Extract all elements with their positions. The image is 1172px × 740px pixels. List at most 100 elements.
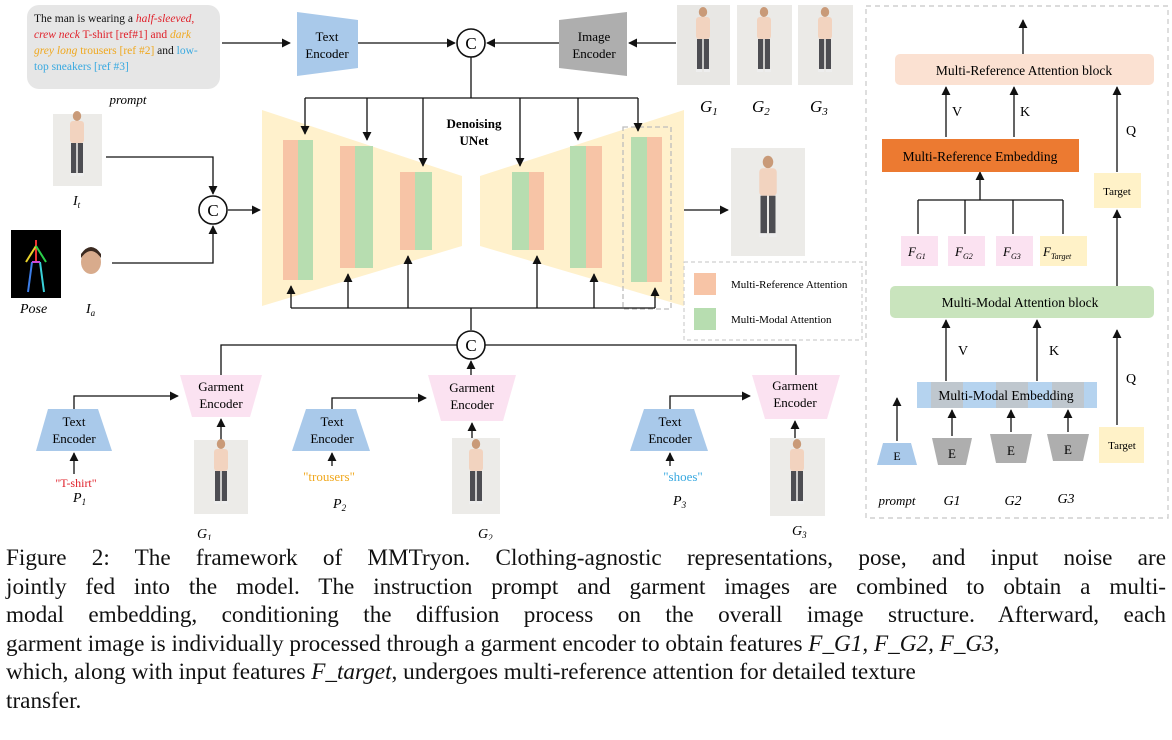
image-encoder-label-1: Image [578,29,611,44]
legend-mra-swatch [694,273,716,295]
mra-bar-1 [283,140,298,280]
text-encoder-p2: Text Encoder [292,409,370,451]
bottom-g3-label: G3 [1057,492,1074,507]
legend-mra-label: Multi-Reference Attention [731,279,848,291]
concat-bottom-label: C [465,336,476,355]
caption-line-6: transfer. [6,687,82,714]
label-p1: P1 [72,491,86,507]
caption-line-4: garment image is individually processed … [6,630,1166,659]
mra-bar-5 [586,146,602,268]
label-g2-bottom: G2 [478,527,493,540]
left-concat-lines [106,156,261,264]
concat-top: C [456,28,486,58]
caption-line-1: Figure 2: The framework of MMTryon. Clot… [6,545,1166,571]
mma-bar-5 [570,146,586,268]
prompt-label: prompt [108,92,146,107]
bottom-g1-label: G1 [943,494,960,509]
text-encoder-p2-label-2: Encoder [310,431,354,446]
text-encoder-p3: Text Encoder [630,409,708,451]
mma-bar-2 [355,146,373,268]
bottom-conditioning-lines [286,255,660,330]
mra-bar-6 [647,137,662,282]
e-encoder-g2: E [990,434,1032,463]
target-bottom-label: Target [1108,440,1136,452]
caption-line-4-text: garment image is individually processed … [6,630,809,657]
garment-photo-g1-bottom [194,439,248,514]
mre-block-label: Multi-Reference Embedding [903,149,1058,164]
label-g2-top: G2 [752,97,770,118]
pose-image [11,230,61,298]
concat-top-label: C [465,34,476,53]
target-top-label: Target [1103,186,1131,198]
label-p2: P2 [332,497,347,513]
mme-block-label: Multi-Modal Embedding [938,388,1074,403]
image-encoder: Image Encoder [559,12,627,76]
unet-label-1: Denoising [447,116,502,131]
garment-photo-g2-bottom [452,438,500,514]
garment-encoder-2-label-2: Encoder [450,397,494,412]
legend-mma-swatch [694,308,716,330]
e-encoder-g3: E [1047,434,1089,461]
caption-line-5-text: which, along with input features [6,659,312,686]
input-image-it [53,111,102,186]
fg1-label: FG1 [907,244,926,261]
garment-encoder-3-label-2: Encoder [773,395,817,410]
mma-bar-3 [415,172,432,250]
label-q-bottom: Q [1126,372,1136,387]
legend: Multi-Reference Attention Multi-Modal At… [683,261,863,341]
garment-encoder-3-label-1: Garment [772,378,818,393]
unet-attention-bars [283,126,672,310]
mme-block: Multi-Modal Embedding [917,382,1097,408]
text-to-garment-arrows [69,391,800,474]
label-g3-bottom: G3 [792,524,807,540]
ftarget-box [1040,236,1087,266]
mra-bar-3 [400,172,415,250]
label-g1-top: G1 [700,97,718,118]
caption-math-fg: F_G1, F_G2, F_G3, [808,630,1000,657]
label-it: It [72,194,81,210]
concat-bottom: C [456,330,486,360]
right-panel-arrows [892,19,1122,441]
highlight-box [622,126,672,310]
mma-bar-1 [298,140,313,280]
label-g3-top: G3 [810,97,828,118]
caption-line-3: modal embedding, conditioning the diffus… [6,602,1166,629]
garment-photo-g3-bottom [770,438,825,516]
fg3-box [996,236,1033,266]
garment-photo-g2-top [737,5,792,85]
top-text-encoder: Text Encoder [297,12,358,76]
prompt-text-line-4: top sneakers [ref #3] [34,61,129,73]
fg1-box [901,236,938,266]
e-g1-label: E [948,446,956,461]
garment-encoder-2: Garment Encoder [428,375,516,421]
label-k-top: K [1020,105,1030,120]
e-encoder-g1: E [932,438,972,465]
mra-bar-2 [340,146,355,268]
caption-math-ftarget: F_target [311,659,392,686]
mra-block-label: Multi-Reference Attention block [936,63,1112,78]
text-encoder-label-2: Encoder [305,46,349,61]
prompt-box: The man is wearing a half-sleeved, crew … [27,5,220,89]
ftarget-label: FTarget [1042,244,1072,261]
bottom-g2-label: G2 [1004,494,1021,509]
prompt-text-line-2: crew neck T-shirt [ref#1] and dark [34,29,192,41]
mma-bar-6 [631,137,647,282]
unet-label-2: UNet [460,133,490,148]
label-pose: Pose [19,302,47,317]
word-shoes: "shoes" [663,469,703,484]
text-encoder-p2-label-1: Text [321,414,344,429]
word-trousers: "trousers" [303,469,355,484]
label-g1-bottom: G1 [197,527,212,540]
label-v-top: V [952,105,962,120]
garment-photo-g3-top [798,5,853,85]
fg2-label: FG2 [954,244,973,261]
text-encoder-label-1: Text [316,29,339,44]
concat-left-label: C [207,201,218,220]
legend-mma-label: Multi-Modal Attention [731,314,832,326]
right-panel [865,5,1169,519]
input-image-ia [81,247,101,274]
fg2-box [948,236,985,266]
top-conditioning-lines [300,57,643,167]
bottom-prompt-label: prompt [877,493,915,508]
garment-photo-g1-top [677,5,730,85]
